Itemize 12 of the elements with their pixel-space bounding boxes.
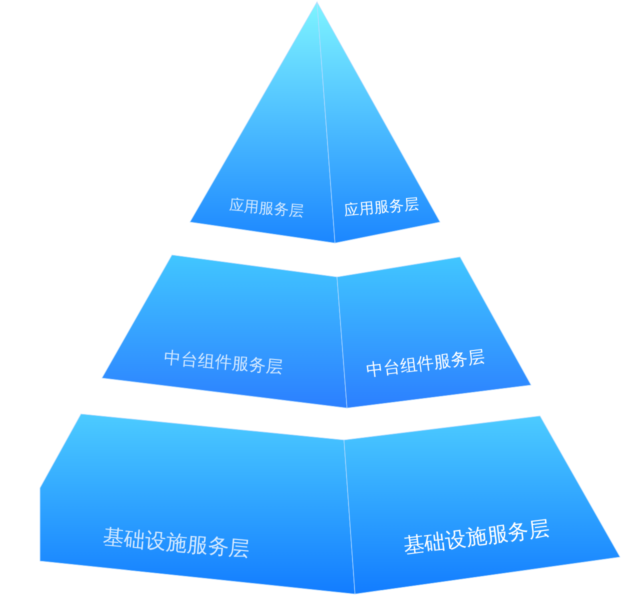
pyramid-face — [102, 255, 347, 408]
layer-label: 基础设施服务层 — [102, 524, 250, 564]
pyramid-face — [40, 414, 355, 594]
layer-label: 基础设施服务层 — [401, 515, 551, 560]
layer-label: 应用服务层 — [342, 194, 420, 220]
layer-label: 应用服务层 — [228, 195, 304, 221]
pyramid-face — [317, 2, 440, 243]
pyramid-face — [344, 416, 620, 594]
pyramid-face — [190, 2, 335, 243]
layer-label: 中台组件服务层 — [162, 346, 284, 379]
layer-label: 中台组件服务层 — [364, 345, 486, 382]
pyramid-face — [337, 257, 531, 408]
